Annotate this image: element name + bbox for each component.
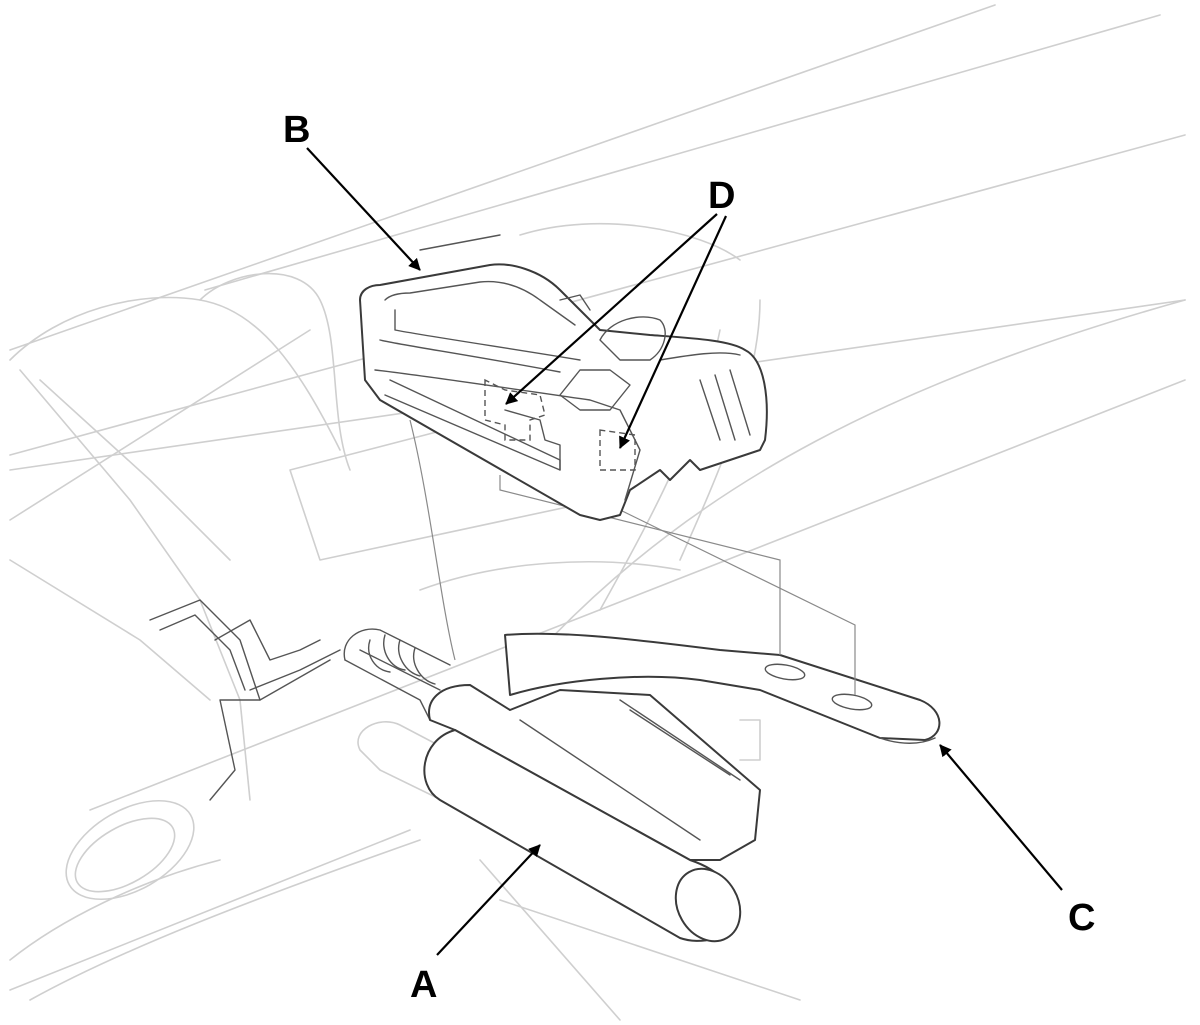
part-a-sleeve (423, 684, 761, 943)
alignment-guides (409, 419, 856, 695)
callout-label-d: D (708, 175, 735, 217)
callout-label-a: A (410, 964, 437, 1006)
leader-a (436, 844, 541, 956)
rod-assembly (343, 628, 451, 721)
callout-label-c: C (1068, 897, 1095, 939)
leader-lines (306, 147, 1063, 956)
callout-label-b: B (283, 109, 310, 151)
hinge-bracket (149, 599, 341, 801)
leader-c (939, 744, 1063, 891)
leader-d-left (505, 213, 718, 405)
callout-labels: A B C D (283, 109, 1095, 1006)
part-c-strap (504, 632, 941, 744)
leader-d-right (618, 215, 728, 449)
hidden-tabs-d (484, 378, 636, 471)
part-b-clip (359, 234, 768, 521)
leader-b (306, 147, 421, 271)
